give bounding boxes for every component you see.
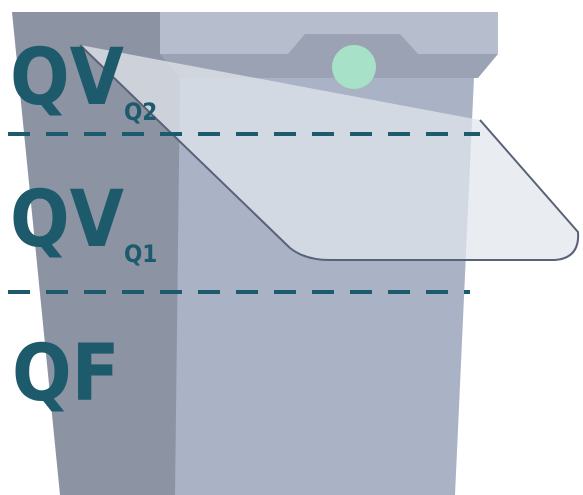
zone-label-sub: Q2: [124, 98, 157, 126]
zone-label-main: QF: [12, 329, 120, 419]
zone-label-main: QV: [10, 175, 124, 265]
zone-label-sub: Q1: [124, 240, 157, 268]
zone-label-main: QV: [10, 33, 124, 123]
status-dot-icon: [332, 45, 376, 89]
zone-label-qf: QF: [12, 329, 120, 419]
